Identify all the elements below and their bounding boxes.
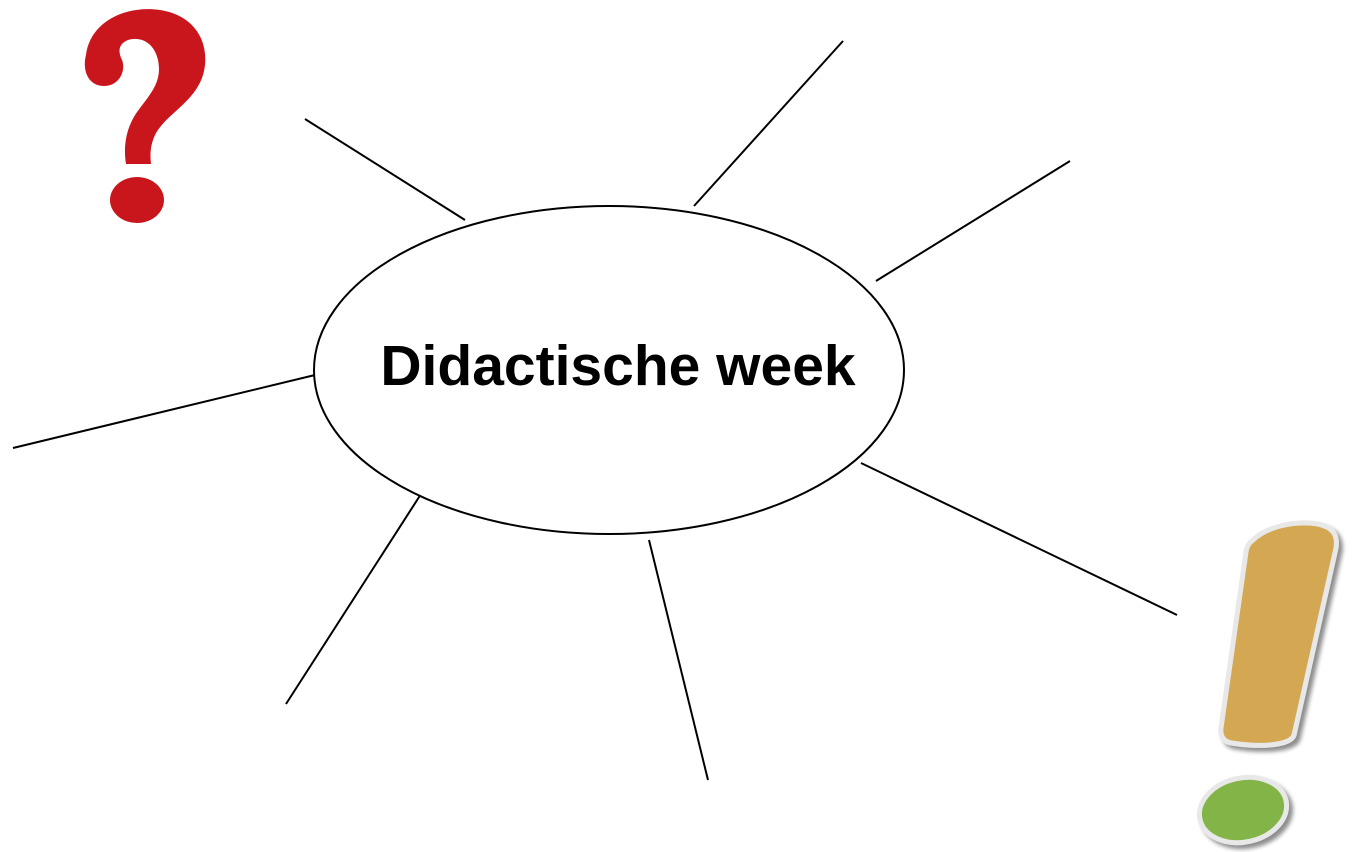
spoke-top-left <box>304 118 466 221</box>
center-ellipse <box>313 205 905 535</box>
spoke-left <box>12 374 316 449</box>
exclamation-dot <box>1196 774 1290 846</box>
question-mark-icon <box>84 9 206 223</box>
center-label: Didactische week <box>380 334 856 398</box>
spoke-top <box>693 40 844 207</box>
spoke-bottom-right <box>860 462 1178 616</box>
exclamation-mark-icon <box>1196 520 1339 846</box>
spokes <box>12 40 1178 781</box>
spoke-bottom <box>648 539 709 781</box>
center-node: Didactische week <box>313 205 905 535</box>
spoke-top-right <box>875 160 1071 282</box>
exclamation-bar <box>1218 520 1339 748</box>
spoke-bottom-left <box>285 493 422 705</box>
